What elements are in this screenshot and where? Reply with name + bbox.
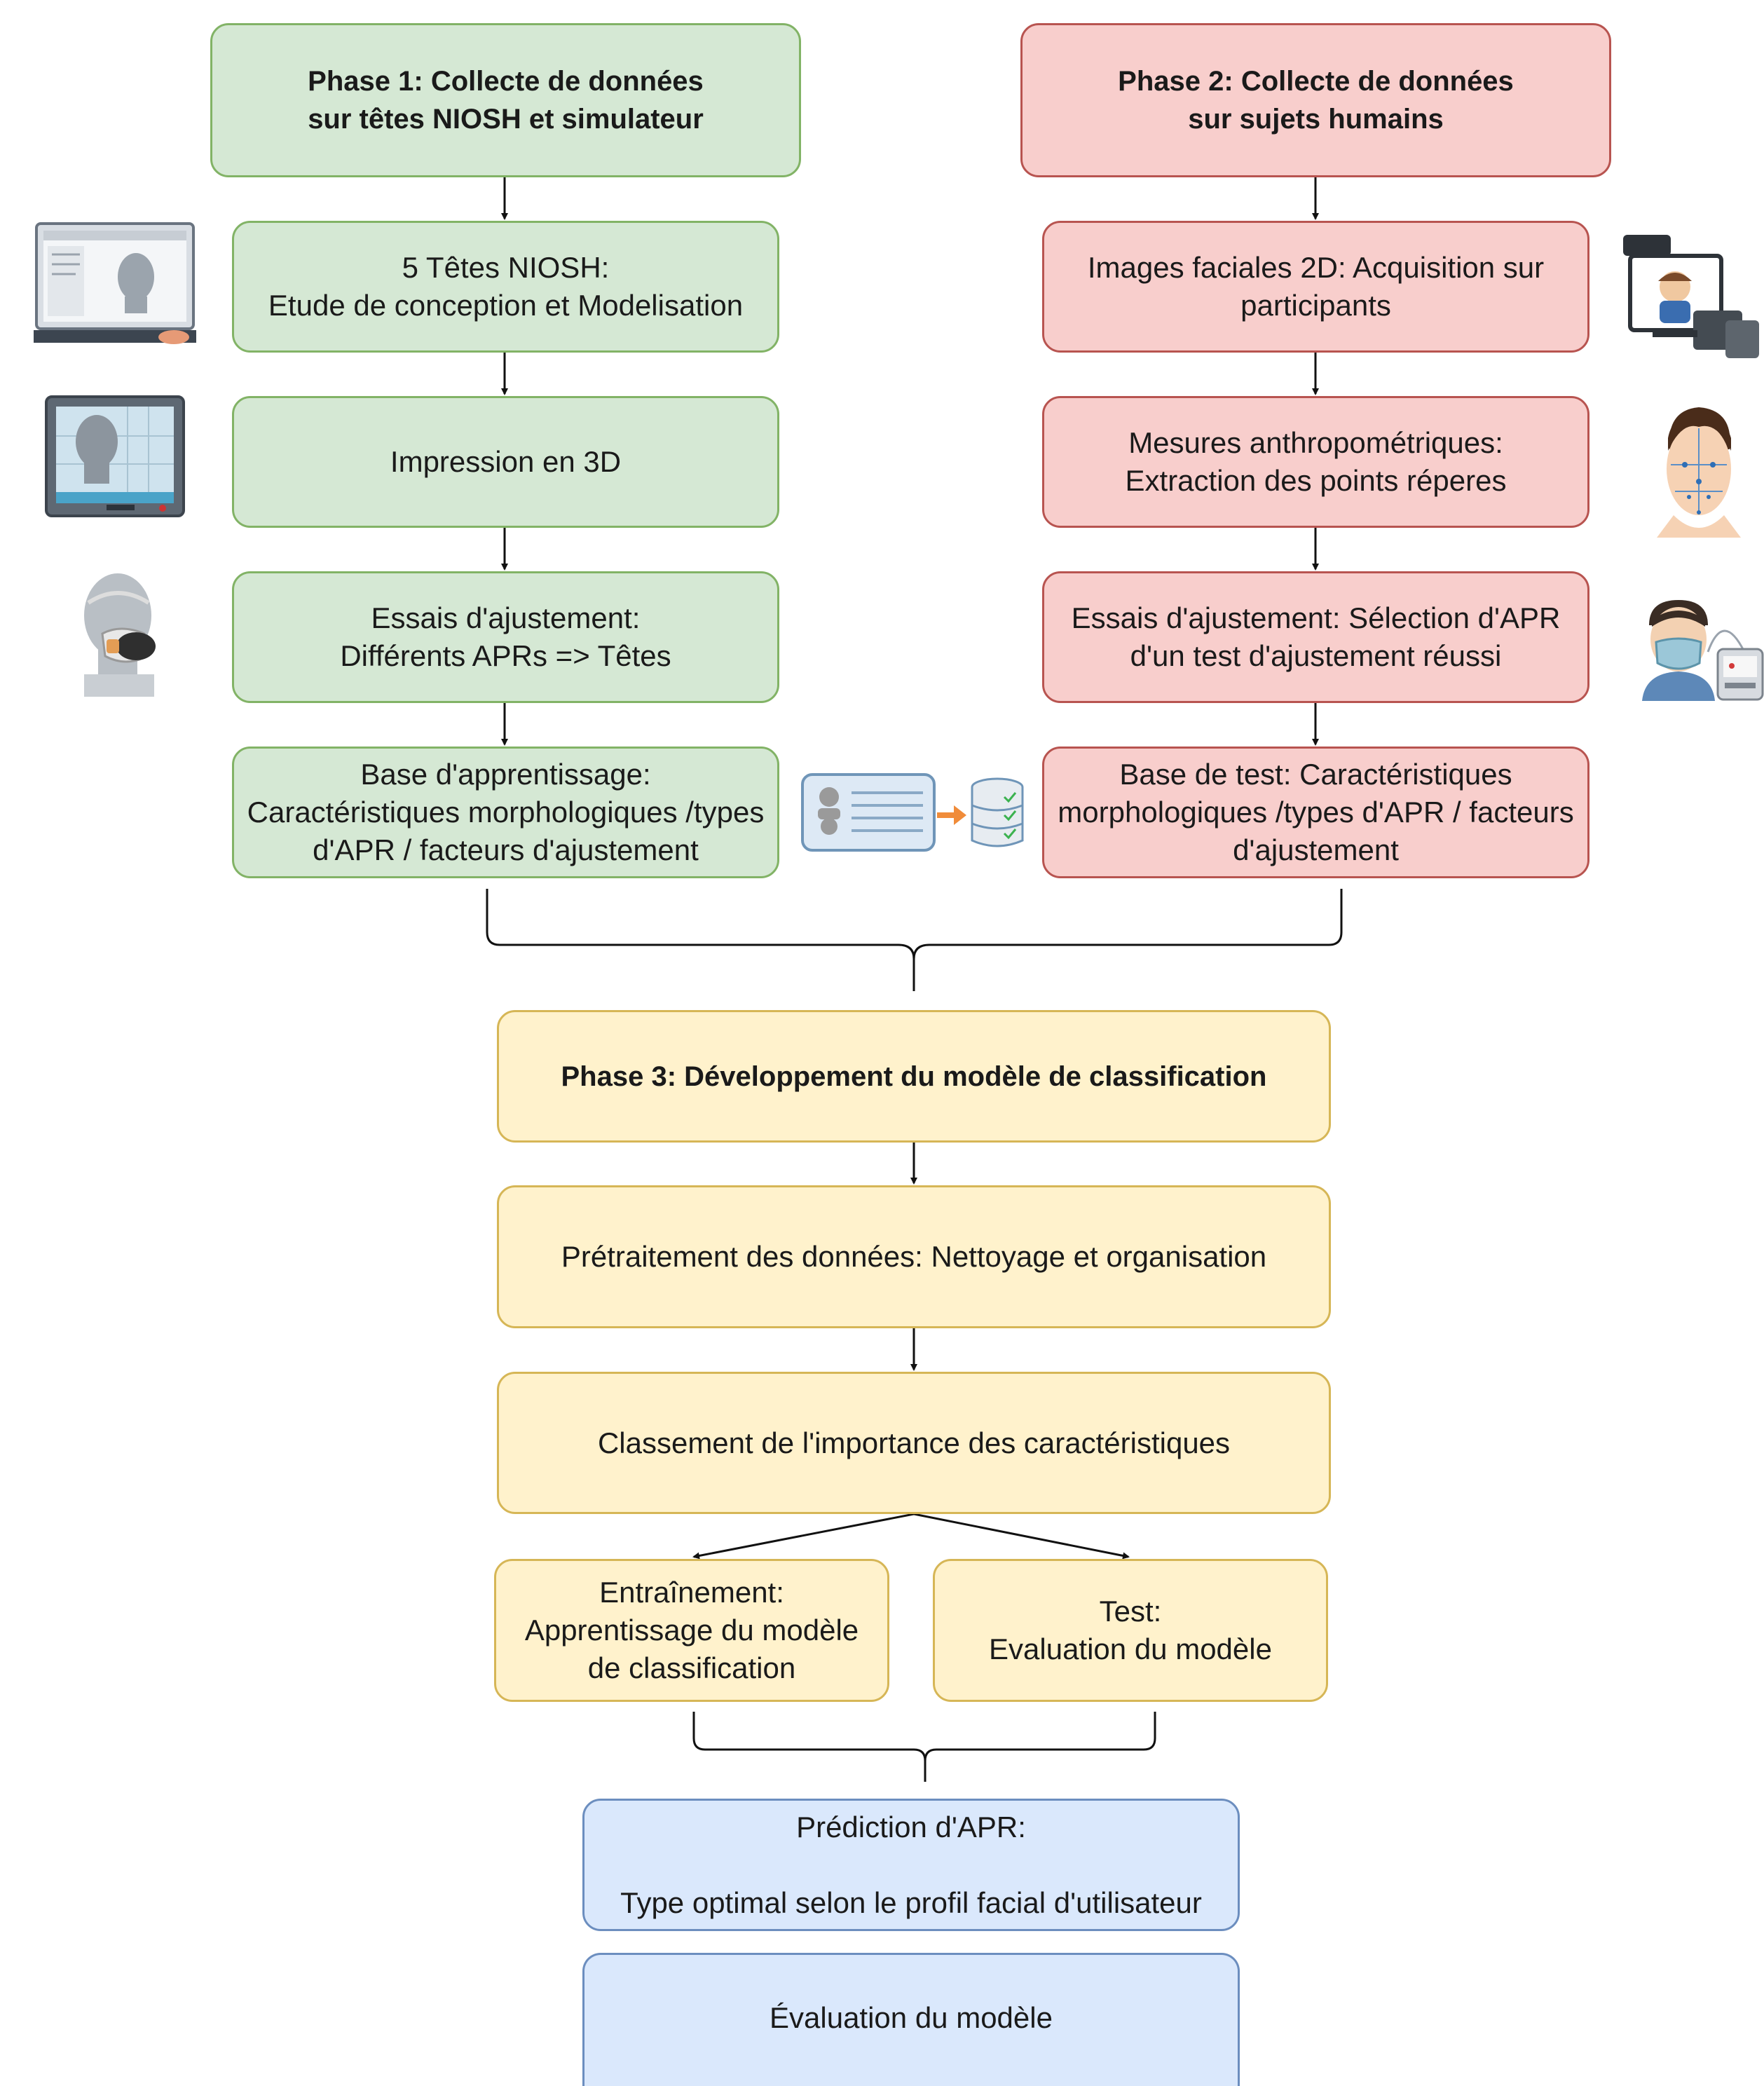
phase3-training: Entraînement: Apprentissage du modèle de… <box>494 1559 889 1702</box>
phase3-step-text: Classement de l'importance des caractéri… <box>597 1426 1231 1459</box>
3d-printer-head-icon <box>45 395 185 517</box>
database-transfer-icon <box>801 773 1024 852</box>
face-landmarks-icon <box>1657 407 1741 538</box>
phase2-title-text: Phase 2: Collecte de données sur sujets … <box>1118 66 1514 135</box>
phase1-step-niosh-heads: 5 Têtes NIOSH: Etude de conception et Mo… <box>232 221 779 353</box>
mannequin-head-respirator-icon <box>84 573 156 697</box>
phase1-title: Phase 1: Collecte de données sur têtes N… <box>210 23 801 177</box>
phase3-title: Phase 3: Développement du modèle de clas… <box>497 1010 1331 1143</box>
phase3-test-text: Test: Evaluation du modèle <box>989 1595 1272 1665</box>
phase1-step-text: Essais d'ajustement: Différents APRs => … <box>340 601 671 672</box>
phase2-title: Phase 2: Collecte de données sur sujets … <box>1020 23 1611 177</box>
phase1-step-training-base: Base d'apprentissage: Caractéristiques m… <box>232 747 779 878</box>
output-evaluation: Évaluation du modèle <box>582 1953 1240 2086</box>
phase2-step-text: Mesures anthropométriques: Extraction de… <box>1125 426 1507 497</box>
phase2-step-test-base: Base de test: Caractéristiques morpholog… <box>1042 747 1589 878</box>
phase3-step-text: Prétraitement des données: Nettoyage et … <box>561 1240 1267 1273</box>
phase3-step-preprocessing: Prétraitement des données: Nettoyage et … <box>497 1185 1331 1328</box>
phase2-step-text: Base de test: Caractéristiques morpholog… <box>1058 758 1574 866</box>
phase1-step-3d-printing: Impression en 3D <box>232 396 779 528</box>
phase2-step-text: Essais d'ajustement: Sélection d'APR d'u… <box>1071 601 1561 672</box>
phase2-step-facial-images: Images faciales 2D: Acquisition sur part… <box>1042 221 1589 353</box>
phase1-step-text: Base d'apprentissage: Caractéristiques m… <box>247 758 765 866</box>
phase1-step-text: 5 Têtes NIOSH: Etude de conception et Mo… <box>268 251 744 322</box>
output-prediction: Prédiction d'APR: Type optimal selon le … <box>582 1799 1240 1931</box>
phase3-training-text: Entraînement: Apprentissage du modèle de… <box>524 1576 859 1684</box>
cad-workstation-head-icon <box>34 222 196 344</box>
arrow-ranking-to-test <box>913 1513 1130 1560</box>
output-evaluation-text: Évaluation du modèle <box>770 2000 1053 2034</box>
phase2-step-anthropometric: Mesures anthropométriques: Extraction de… <box>1042 396 1589 528</box>
phase2-step-text: Images faciales 2D: Acquisition sur part… <box>1087 251 1545 322</box>
brace-phases-merge <box>486 889 1343 991</box>
phase1-step-text: Impression en 3D <box>390 445 622 478</box>
phase3-test: Test: Evaluation du modèle <box>933 1559 1328 1702</box>
person-mask-fit-tester-icon <box>1642 600 1764 701</box>
phase2-step-fit-trials: Essais d'ajustement: Sélection d'APR d'u… <box>1042 571 1589 703</box>
phase1-title-text: Phase 1: Collecte de données sur têtes N… <box>308 66 704 135</box>
output-prediction-text: Prédiction d'APR: Type optimal selon le … <box>620 1810 1202 1919</box>
brace-train-test-merge <box>692 1712 1156 1782</box>
camera-capture-person-icon <box>1623 235 1759 358</box>
phase1-step-fit-trials: Essais d'ajustement: Différents APRs => … <box>232 571 779 703</box>
phase3-step-feature-ranking: Classement de l'importance des caractéri… <box>497 1372 1331 1514</box>
phase3-title-text: Phase 3: Développement du modèle de clas… <box>561 1061 1267 1092</box>
arrow-ranking-to-training <box>692 1513 915 1560</box>
